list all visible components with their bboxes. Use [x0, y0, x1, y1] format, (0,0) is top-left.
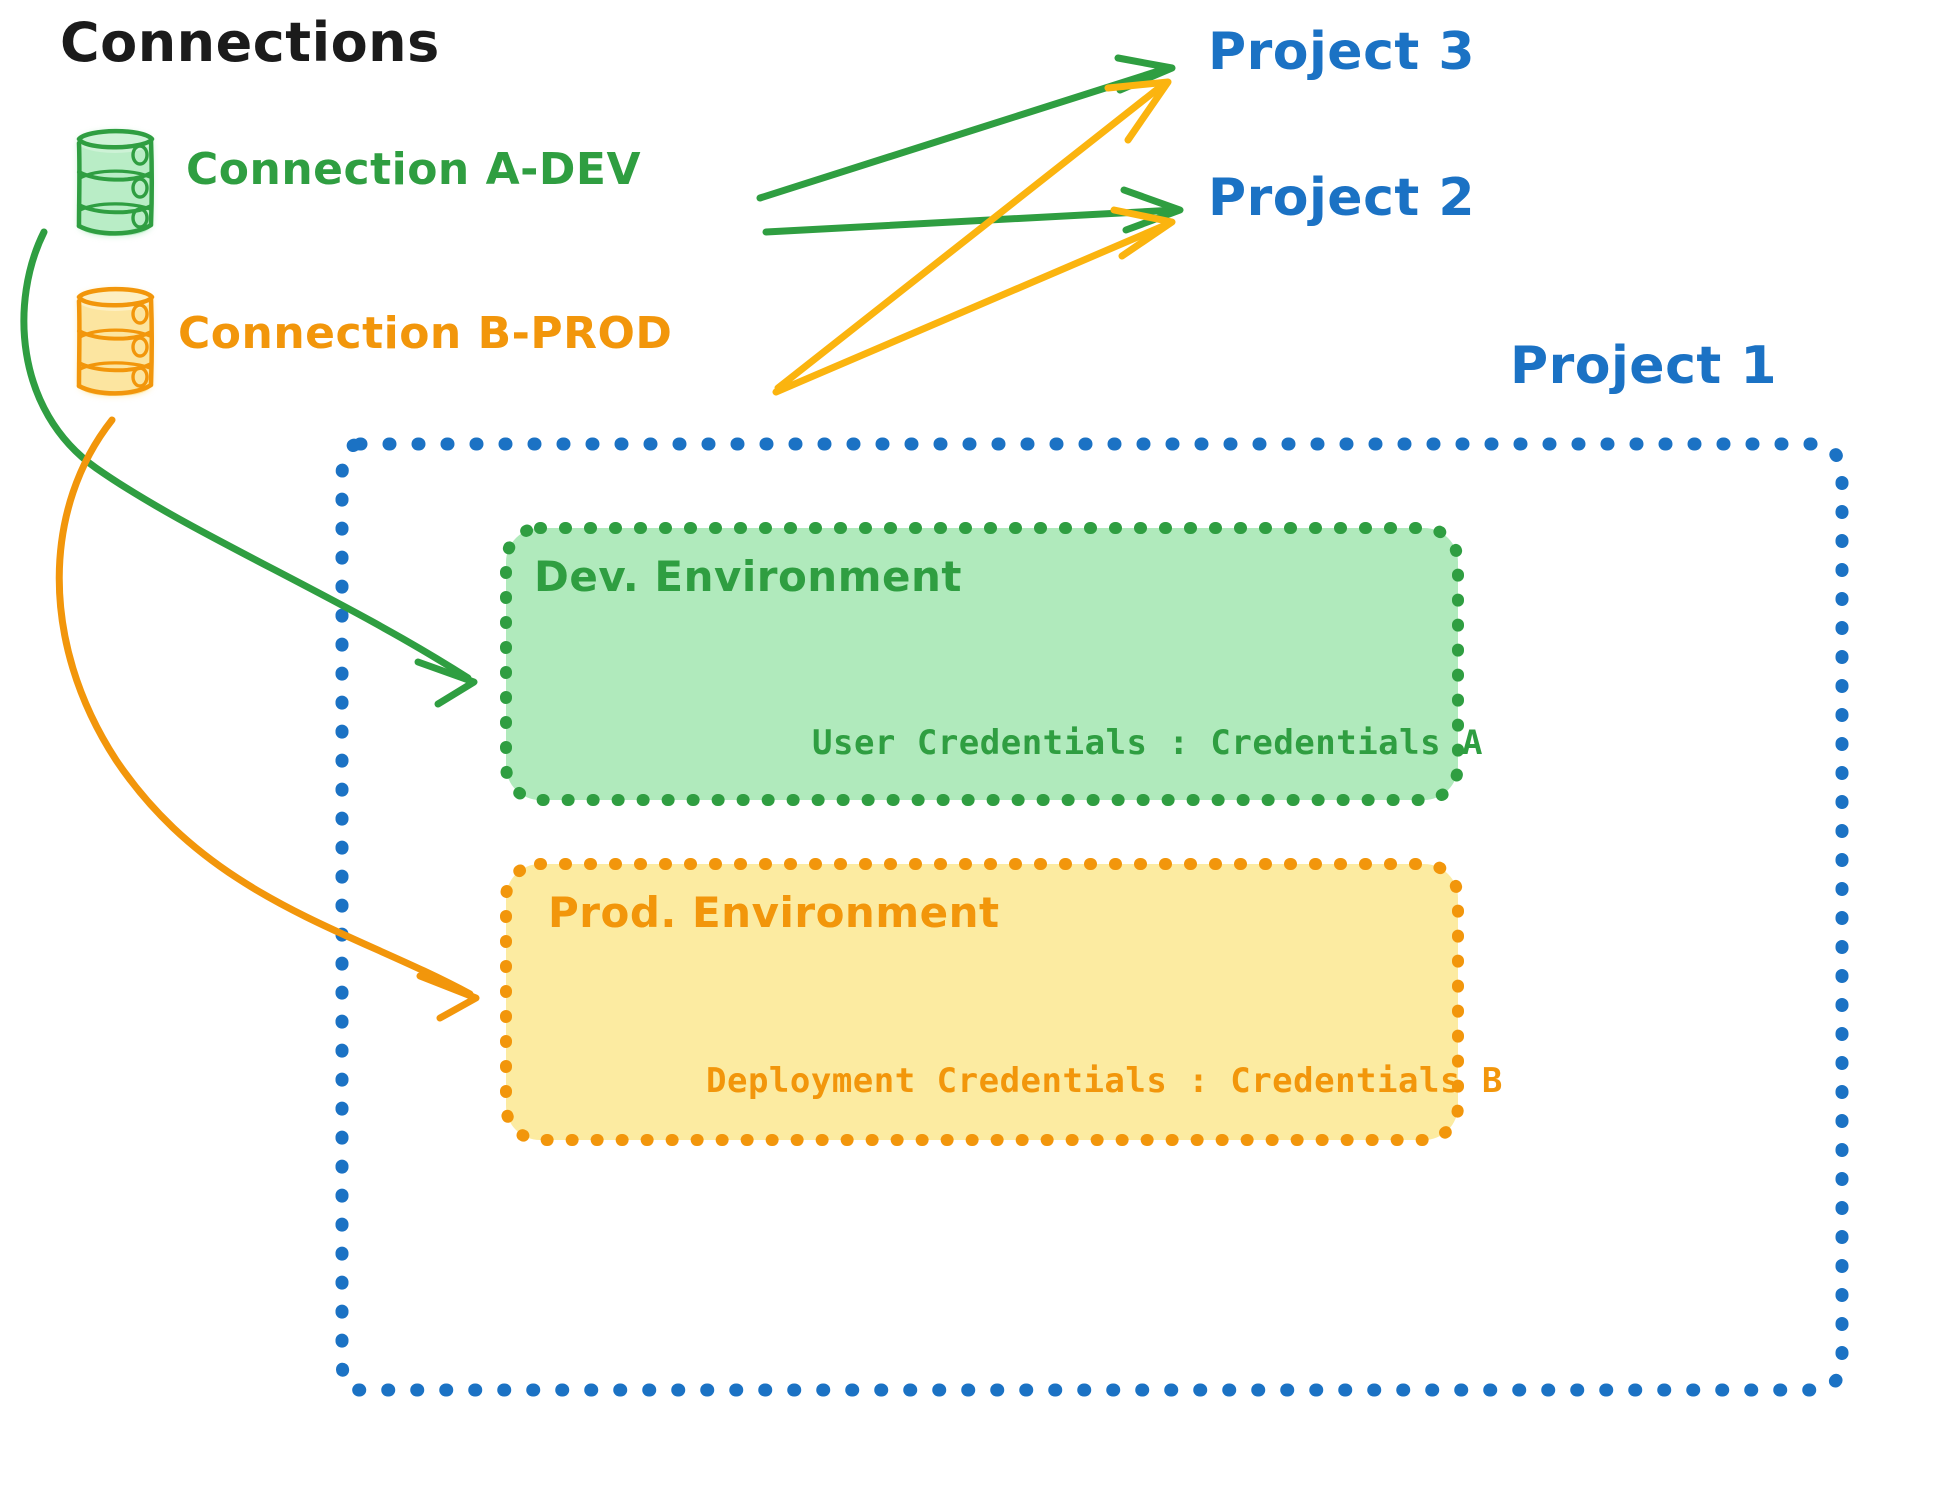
- project-3-label[interactable]: Project 3: [1208, 22, 1476, 82]
- arrow-conn-a-to-project-2: [762, 186, 1184, 236]
- project-2-label[interactable]: Project 2: [1208, 168, 1476, 228]
- arrow-conn-b-to-prod-environment: [55, 416, 480, 1022]
- page-title: Connections: [60, 11, 440, 74]
- dev-environment-label: Dev. Environment: [534, 552, 962, 601]
- database-cylinder-icon-orange: [76, 286, 155, 396]
- dev-environment-box: [500, 522, 1464, 806]
- project-1-container-border: [335, 437, 1849, 1397]
- database-cylinder-icon-green: [76, 128, 155, 236]
- prod-environment-label: Prod. Environment: [548, 888, 1000, 937]
- project-1-label[interactable]: Project 1: [1510, 336, 1778, 396]
- connection-b-prod-label[interactable]: Connection B-PROD: [178, 308, 673, 359]
- prod-environment-box: [500, 858, 1464, 1146]
- arrow-conn-a-to-dev-environment: [20, 228, 478, 708]
- connection-a-dev-label[interactable]: Connection A-DEV: [186, 144, 642, 195]
- prod-environment-credentials: Deployment Credentials : Credentials B: [706, 1061, 1503, 1101]
- dev-environment-credentials: User Credentials : Credentials A: [812, 723, 1484, 763]
- arrow-conn-b-to-project-2: [772, 206, 1176, 396]
- arrow-conn-b-to-project-3: [774, 78, 1172, 392]
